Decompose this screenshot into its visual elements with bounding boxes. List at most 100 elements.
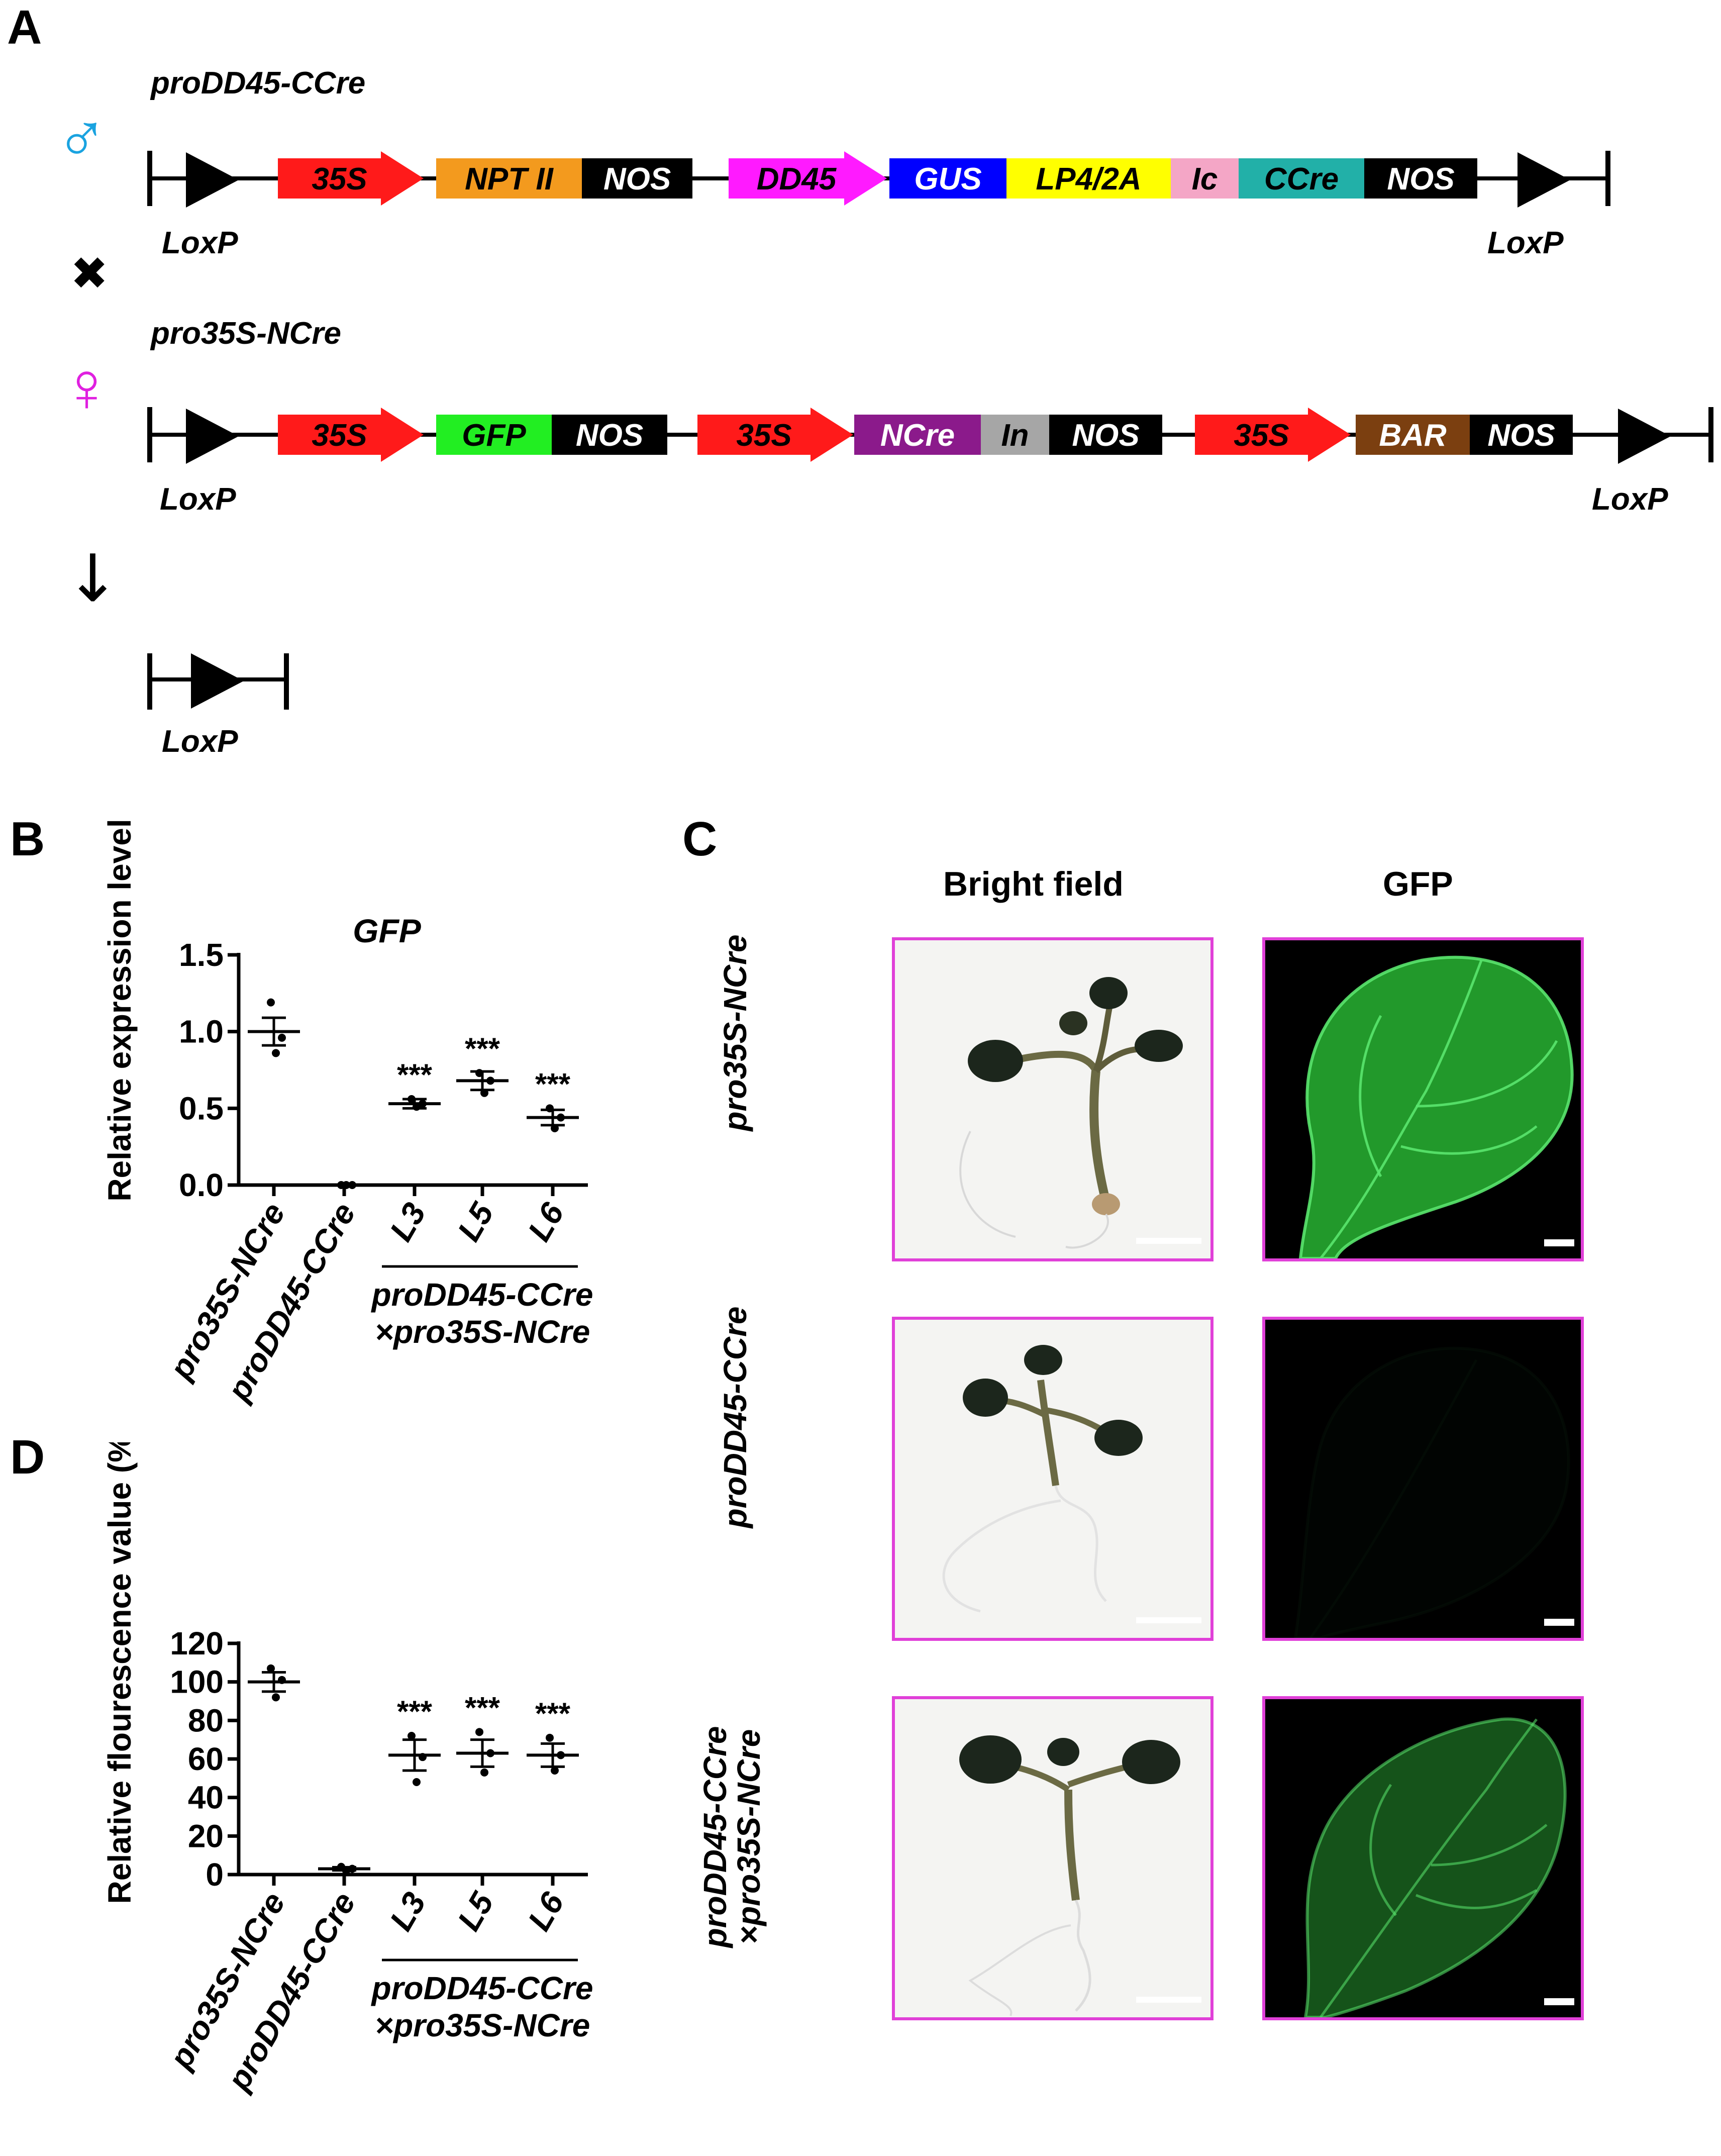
scale-bar (1544, 1619, 1574, 1626)
bright-field-image-1 (892, 937, 1213, 1261)
data-point (413, 1778, 421, 1786)
data-point (348, 1181, 356, 1189)
element-npt-ii: NPT II (436, 158, 582, 199)
group-label-line2: ×pro35S-NCre (375, 1314, 590, 1350)
data-point (278, 1033, 286, 1042)
svg-text:LP4/2A: LP4/2A (1036, 162, 1141, 197)
y-tick-label: 1.5 (179, 937, 224, 973)
scale-bar-1 (1136, 1238, 1201, 1244)
y-tick-label: 20 (188, 1818, 224, 1854)
col-header-bright-field: Bright field (943, 865, 1124, 903)
element-35s: 35S (697, 408, 853, 462)
svg-text:CCre: CCre (1264, 162, 1339, 197)
svg-text:NPT II: NPT II (465, 162, 554, 197)
element-nos: NOS (552, 415, 667, 455)
bright-field-image-3 (892, 1696, 1213, 2020)
loxp-left-triangle (186, 409, 239, 464)
element-in: In (981, 415, 1049, 455)
scale-bar (1544, 1239, 1574, 1246)
element-lp4-2a: LP4/2A (1006, 158, 1171, 199)
svg-text:NOS: NOS (576, 418, 643, 453)
data-point (267, 1664, 275, 1673)
gfp-leaf-2 (1295, 1348, 1574, 1638)
result-loxp-map (147, 653, 289, 710)
significance-label: *** (535, 1697, 571, 1730)
row-label-3-line1: proDD45-CCre (697, 1726, 733, 1948)
gfp-image-1 (1262, 937, 1584, 1261)
svg-text:In: In (1001, 418, 1029, 453)
male-symbol-icon: ♂ (55, 99, 108, 177)
category-label: L6 (521, 1886, 571, 1937)
panel-label-c: C (682, 812, 718, 866)
construct2-loxp-right: LoxP (1592, 482, 1668, 517)
element-nos: NOS (1364, 158, 1477, 199)
scale-bar-2 (1136, 1617, 1201, 1623)
gfp-image-2 (1262, 1317, 1584, 1641)
element-bar: BAR (1356, 415, 1470, 455)
leaf-vein (1359, 1015, 1382, 1178)
leaf-vein (1320, 960, 1483, 1258)
svg-text:35S: 35S (736, 418, 791, 453)
seedling-2-illustration (942, 1345, 1201, 1623)
loxp-right-triangle (1517, 152, 1570, 208)
svg-text:NCre: NCre (880, 418, 955, 453)
seedling-3-illustration (959, 1735, 1201, 2016)
scale-bar (1544, 1998, 1574, 2005)
row-label-2-text: proDD45-CCre (717, 1306, 753, 1528)
leaf-vein (1431, 1824, 1548, 1867)
element-ic: Ic (1171, 158, 1239, 199)
category-label: L5 (450, 1196, 500, 1247)
y-tick-label: 1.0 (179, 1014, 224, 1050)
svg-text:NOS: NOS (1072, 418, 1139, 453)
data-point (272, 1049, 280, 1057)
cross-symbol-icon: ✖ (70, 249, 109, 299)
leaf-shape (1295, 1348, 1569, 1638)
data-point (475, 1728, 483, 1736)
group-label-line1: proDD45-CCre (371, 1277, 593, 1313)
element-35s: 35S (278, 151, 424, 206)
leaf-vein (1369, 1784, 1397, 1916)
y-tick-label: 60 (188, 1741, 224, 1777)
category-label: L3 (382, 1886, 433, 1937)
group-label-line1: proDD45-CCre (371, 1970, 593, 2006)
result-loxp-triangle (191, 653, 244, 709)
y-tick-label: 0 (206, 1856, 224, 1893)
data-point (408, 1732, 416, 1740)
category-label: L6 (521, 1197, 571, 1247)
leaf-shape (1303, 1717, 1567, 2017)
panel-label-b: B (10, 812, 45, 866)
data-point (480, 1768, 488, 1777)
y-axis-label: Relative expression level (102, 819, 138, 1201)
element-gfp: GFP (436, 415, 552, 455)
svg-text:NOS: NOS (1387, 162, 1454, 197)
svg-text:NOS: NOS (603, 162, 671, 197)
bright-field-image-2 (892, 1317, 1213, 1641)
element-ccre: CCre (1239, 158, 1364, 199)
element-nos: NOS (1470, 415, 1573, 455)
loxp-right-triangle (1618, 409, 1671, 464)
element-ncre: NCre (854, 415, 981, 455)
element-dd45: DD45 (729, 151, 887, 206)
leaf-vein (1415, 1040, 1558, 1108)
element-nos: NOS (582, 158, 692, 199)
significance-label: *** (465, 1691, 500, 1724)
y-axis-label: Relative flourescence value (%) (102, 1442, 138, 1904)
element-gus: GUS (889, 158, 1006, 199)
svg-text:GFP: GFP (462, 418, 526, 453)
gfp-leaf-1 (1298, 955, 1574, 1258)
down-arrow-icon: ↓ (65, 540, 120, 617)
leaf-vein (1415, 1889, 1538, 1909)
loxp-left-triangle (186, 152, 239, 208)
row-label-2: proDD45-CCre (717, 1277, 759, 1558)
row-label-3: proDD45-CCre ×pro35S-NCre (697, 1686, 774, 1988)
leaf-shape (1298, 955, 1574, 1258)
construct1-title: proDD45-CCre (151, 66, 366, 101)
significance-label: *** (465, 1032, 500, 1065)
y-tick-label: 0.5 (179, 1090, 224, 1126)
significance-label: *** (397, 1058, 433, 1092)
col-header-gfp: GFP (1383, 865, 1453, 903)
panel-label-d: D (10, 1430, 45, 1484)
chart-title: GFP (353, 912, 422, 949)
